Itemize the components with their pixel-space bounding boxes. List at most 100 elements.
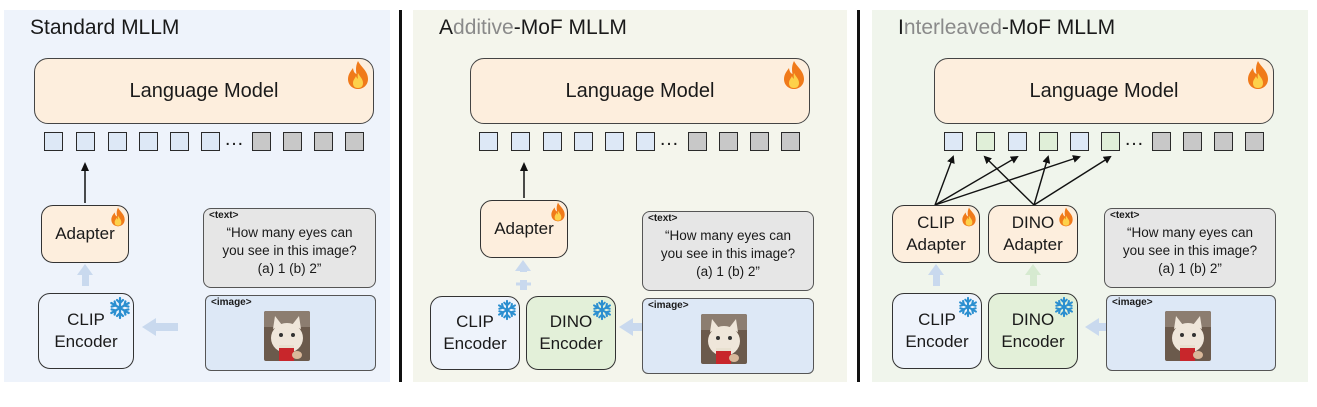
title-part: -MoF MLLM [1001, 16, 1116, 39]
dino-token [1039, 132, 1058, 151]
clip-label: CLIP [917, 213, 955, 232]
standard-mllm-panel: Standard MLLM Language Model … Adapter C… [4, 10, 390, 382]
arrows-layer [928, 155, 1112, 336]
interleaved-mof-panel: Interleaved-MoF MLLM Language Model … [872, 10, 1308, 382]
fire-icon [551, 202, 565, 222]
question-line: (a) 1 (b) 2” [696, 264, 760, 279]
adapter-to-lm-arrowhead [520, 162, 528, 171]
text-token [252, 132, 271, 151]
fire-icon [784, 61, 804, 89]
image-to-clip-arrowhead [142, 318, 156, 336]
title-part: -MoF MLLM [513, 16, 627, 39]
adapter-to-lm-arrowhead [81, 162, 89, 171]
language-model-label: Language Model [565, 79, 715, 102]
image-input-box: <image> [205, 295, 376, 371]
question-text: “How many eyes can you see in this image… [643, 227, 813, 281]
visual-token [201, 132, 220, 151]
dino-token [976, 132, 995, 151]
panel-title: Standard MLLM [30, 16, 180, 39]
panel-title: Additive-MoF MLLM [439, 16, 627, 40]
text-token [1183, 132, 1202, 151]
text-token [314, 132, 333, 151]
language-model-box: Language Model [470, 58, 810, 124]
text-token [1245, 132, 1264, 151]
visual-token [511, 132, 530, 151]
clip-to-adapter-arrowhead [77, 264, 93, 275]
language-model-label: Language Model [129, 79, 279, 102]
ellipsis: … [659, 128, 680, 150]
image-to-dino-arrowhead [1085, 318, 1099, 336]
question-line: you see in this image? [1122, 243, 1258, 258]
text-token [345, 132, 364, 151]
visual-token [636, 132, 655, 151]
text-token [283, 132, 302, 151]
question-line: you see in this image? [222, 243, 357, 258]
text-tag: <text> [209, 210, 239, 221]
clip-token [1070, 132, 1089, 151]
question-line: “How many eyes can [664, 228, 792, 243]
visual-token [108, 132, 127, 151]
visual-token [543, 132, 562, 151]
clip-to-adapter-arrowhead [928, 264, 944, 275]
interleave-arrows [934, 155, 1112, 206]
adapter-box: Adapter [41, 205, 129, 263]
text-prompt-box: <text> “How many eyes can you see in thi… [1104, 208, 1276, 288]
dino-encoder-box: DINO Encoder [526, 296, 616, 370]
question-text: “How many eyes can you see in this image… [1105, 224, 1275, 278]
snowflake-icon [593, 299, 611, 321]
image-input-box: <image> [642, 298, 814, 374]
dino-to-adapter-arrowhead [1025, 264, 1041, 275]
dino-label: DINO [1011, 213, 1055, 232]
visual-token [76, 132, 95, 151]
text-token [688, 132, 707, 151]
snowflake-icon [498, 299, 516, 321]
visual-token [605, 132, 624, 151]
fire-icon [962, 207, 976, 227]
ellipsis: … [1124, 128, 1145, 150]
text-token [719, 132, 738, 151]
additive-mof-panel: Additive-MoF MLLM Language Model … Adapt… [413, 10, 847, 382]
question-line: you see in this image? [660, 246, 796, 261]
panel-divider [399, 10, 402, 382]
question-line: “How many eyes can [226, 225, 353, 240]
question-line: (a) 1 (b) 2” [257, 261, 322, 276]
dino-encoder-box: DINO Encoder [988, 293, 1078, 369]
clip-to-adapter-arrow [82, 272, 89, 286]
adapter-label: Adapter [55, 224, 115, 243]
fire-icon [1059, 207, 1073, 227]
encoder-label: Encoder [1001, 332, 1065, 351]
adapter-label: Adapter [494, 219, 554, 238]
arrows-layer [515, 162, 645, 336]
clip-label: CLIP [67, 310, 105, 329]
visual-token [574, 132, 593, 151]
panel-divider [857, 10, 860, 382]
question-line: (a) 1 (b) 2” [1158, 261, 1222, 276]
adapter-label: Adapter [906, 235, 966, 254]
image-tag: <image> [648, 300, 689, 311]
clip-label: CLIP [918, 310, 956, 329]
clip-label: CLIP [456, 312, 494, 331]
image-to-dino-arrow [1097, 323, 1107, 331]
visual-token [139, 132, 158, 151]
encoder-label: Encoder [905, 332, 969, 351]
image-to-dino-arrowhead [619, 318, 633, 336]
text-prompt-box: <text> “How many eyes can you see in thi… [203, 208, 376, 288]
language-model-box: Language Model [34, 58, 374, 124]
clip-adapter-box: CLIP Adapter [892, 205, 980, 263]
fire-icon [1248, 61, 1268, 89]
title-part: A [439, 16, 454, 39]
encoder-label: Encoder [539, 334, 603, 353]
question-line: “How many eyes can [1126, 225, 1254, 240]
fire-icon [111, 207, 125, 227]
visual-token [170, 132, 189, 151]
language-model-label: Language Model [1029, 79, 1179, 102]
dino-label: DINO [1011, 310, 1055, 329]
language-model-box: Language Model [934, 58, 1274, 124]
cat-photo [701, 314, 747, 364]
question-text: “How many eyes can you see in this image… [204, 224, 375, 278]
encoder-label: Encoder [443, 334, 507, 353]
cat-photo [264, 311, 310, 361]
text-token [781, 132, 800, 151]
clip-to-adapter-arrow [933, 272, 940, 286]
dino-to-adapter-arrow [1030, 272, 1037, 286]
